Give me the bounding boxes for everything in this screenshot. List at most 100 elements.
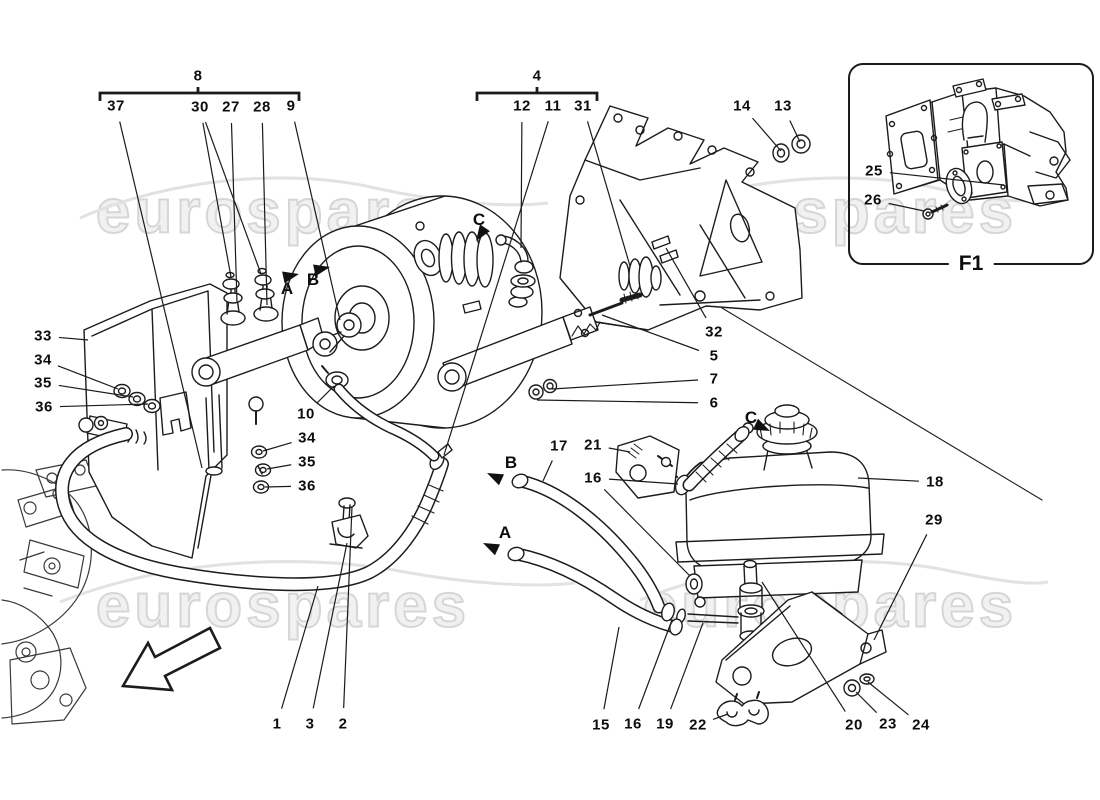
part-label: 34 <box>298 429 316 447</box>
part-label: 15 <box>592 716 610 734</box>
leader-line <box>58 336 89 341</box>
leader-line <box>312 542 348 709</box>
leader-line <box>857 477 920 482</box>
direction-arrow-icon <box>752 418 770 431</box>
inset-box-f1 <box>848 63 1094 265</box>
part-label: 1 <box>272 715 282 733</box>
group-bracket-label: 8 <box>193 67 203 85</box>
part-label: 9 <box>286 97 296 115</box>
part-label: 22 <box>689 716 707 734</box>
leader-line <box>542 460 553 482</box>
leader-line <box>873 534 928 641</box>
part-label: 35 <box>298 453 316 471</box>
leader-line <box>343 506 353 709</box>
part-label: 21 <box>584 436 602 454</box>
part-label: 34 <box>34 351 52 369</box>
part-label: 16 <box>624 715 642 733</box>
annotation-layer <box>57 87 1005 721</box>
leader-line <box>670 622 704 710</box>
part-label: 36 <box>35 398 53 416</box>
group-bracket <box>98 87 301 101</box>
leader-line <box>230 122 238 303</box>
leader-line <box>608 478 679 485</box>
part-label: 36 <box>298 477 316 495</box>
leader-line <box>638 619 673 710</box>
part-label: 37 <box>107 97 125 115</box>
leader-line <box>264 485 292 488</box>
part-label: 31 <box>574 97 592 115</box>
part-label: 3 <box>305 715 315 733</box>
leader-line <box>712 713 729 721</box>
part-label: 30 <box>191 98 209 116</box>
part-label: 27 <box>222 98 240 116</box>
clamp-bracket-21 <box>615 435 680 499</box>
direction-arrow-icon <box>282 271 299 284</box>
leader-line <box>888 202 925 212</box>
direction-label: B <box>306 270 320 289</box>
leader-line <box>261 122 268 306</box>
clamp-22 <box>716 691 769 727</box>
part-label: 19 <box>656 715 674 733</box>
part-label: 20 <box>845 716 863 734</box>
fluid-reservoir <box>669 404 885 608</box>
brake-master-cylinder <box>191 267 362 425</box>
part-label: 17 <box>550 437 568 455</box>
inset-gearbox-drawing <box>885 78 1071 220</box>
part-label: 25 <box>865 162 883 180</box>
leader-line <box>58 384 134 398</box>
hose-A <box>507 546 678 633</box>
leader-line <box>262 441 292 452</box>
leader-line <box>551 379 699 390</box>
leader-line <box>586 121 631 267</box>
leader-line <box>119 121 203 469</box>
direction-label: C <box>744 408 758 427</box>
direction-label: A <box>280 279 294 298</box>
leader-line <box>443 121 549 456</box>
part-label: 11 <box>544 97 562 115</box>
leader-line <box>608 447 631 453</box>
washers-34-35-36-center <box>250 445 272 494</box>
direction-arrow-icon <box>483 543 501 556</box>
panel-edge-line <box>721 307 1043 501</box>
leader-line <box>293 121 341 321</box>
part-label: 33 <box>34 327 52 345</box>
direction-label: C <box>472 210 486 229</box>
hose-C-section <box>682 426 750 492</box>
brake-booster <box>281 195 543 429</box>
part-label: 10 <box>297 405 315 423</box>
direction-arrow-icon <box>313 264 330 277</box>
leader-line <box>603 626 620 710</box>
pedal-box <box>83 283 228 559</box>
inset-figure-label: F1 <box>948 252 994 276</box>
part-label: 2 <box>338 715 348 733</box>
pedal-support-frame <box>559 105 803 331</box>
leader-line <box>761 581 846 712</box>
leader-line <box>789 120 801 143</box>
part-label: 14 <box>733 97 751 115</box>
part-label: 12 <box>513 97 531 115</box>
direction-arrow-icon <box>476 224 490 241</box>
leader-line <box>665 247 707 319</box>
part-label: 23 <box>879 715 897 733</box>
part-label: 18 <box>926 473 944 491</box>
support-bracket-29 <box>715 591 887 705</box>
hose-10-section <box>333 383 440 462</box>
part-label: 24 <box>912 716 930 734</box>
leader-line <box>280 585 319 709</box>
leader-line <box>316 385 335 404</box>
leader-line <box>603 488 691 577</box>
part-label: 16 <box>584 469 602 487</box>
part-label: 32 <box>705 323 723 341</box>
clutch-master-cylinder <box>437 234 679 400</box>
part-label: 5 <box>709 347 719 365</box>
gearbox-partial-drawing <box>1 459 97 725</box>
direction-label: A <box>498 523 512 542</box>
group-bracket-label: 4 <box>532 67 542 85</box>
part-label: 28 <box>253 98 271 116</box>
leader-line <box>59 403 149 408</box>
direction-label: B <box>504 453 518 472</box>
leader-line <box>520 121 523 249</box>
leader-line <box>889 172 1005 186</box>
